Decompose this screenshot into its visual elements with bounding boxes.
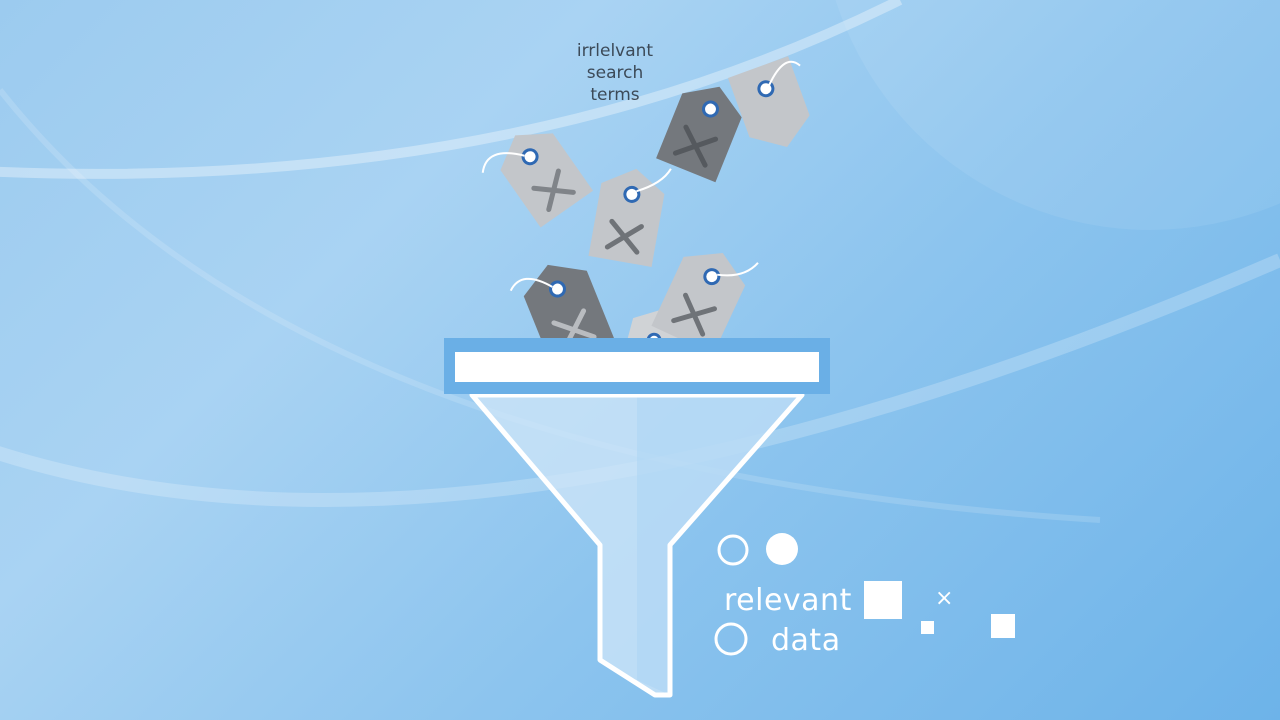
tag-icon (727, 56, 810, 147)
tag-icon (588, 168, 672, 267)
relevant-label: relevant (724, 583, 852, 618)
x-icon (531, 168, 576, 213)
square-icon (921, 621, 934, 634)
data-label: data (771, 623, 841, 658)
small-x-icon: × (935, 586, 954, 611)
circle-icon (766, 533, 798, 565)
x-icon (604, 218, 644, 255)
irrelevant-search-terms-label: irrlelvant search terms (576, 41, 654, 105)
circle-icon (714, 622, 748, 656)
x-icon (671, 292, 718, 337)
tag-icon (481, 133, 594, 228)
tag-icon (651, 253, 759, 355)
x-icon (672, 124, 719, 168)
square-icon (991, 614, 1015, 638)
circle-icon (717, 534, 749, 566)
square-icon (864, 581, 902, 619)
tag-icon (656, 86, 742, 183)
